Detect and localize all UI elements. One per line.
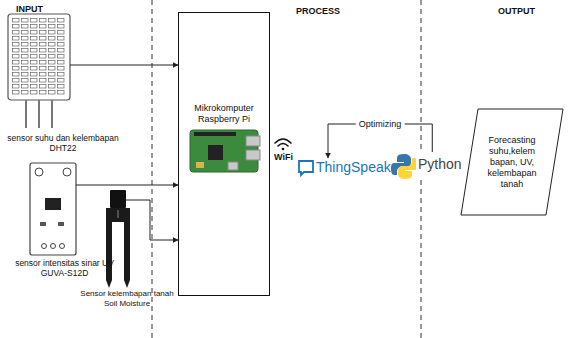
edge-label: Optimizing	[356, 119, 405, 129]
microcomputer-box: Mikrokomputer Raspberry Pi	[178, 12, 270, 296]
sensor-node: sensor suhu dan kelembapan DHT22	[2, 14, 124, 158]
section-heading: INPUT	[16, 4, 43, 14]
node-text: sensor suhu dan kelembapan DHT22	[2, 133, 124, 153]
wifi-label: WiFi	[274, 152, 293, 162]
node-text: Mikrokomputer Raspberry Pi	[179, 103, 269, 125]
uv-sensor	[30, 163, 76, 255]
thingspeak-icon	[299, 161, 313, 175]
section-heading: OUTPUT	[498, 6, 535, 16]
service-label: ThingSpeak	[298, 158, 391, 176]
sensor-node: sensor intensitas sinar UV GUVA-S12D	[2, 160, 127, 284]
output-parallelogram: Forecasting suhu,kelem bapan, UV, kelemb…	[460, 108, 564, 216]
language-label: Python	[394, 152, 464, 176]
section-divider	[152, 0, 153, 338]
connector-arrow	[76, 185, 178, 186]
node-text: Forecasting suhu,kelem bapan, UV, kelemb…	[484, 135, 540, 190]
connector-arrow	[126, 200, 178, 240]
raspberry-pi-board	[190, 130, 260, 172]
dht22-sensor	[8, 14, 70, 128]
node-text: Sensor kelembapan tanah Soil Moisture	[76, 289, 178, 309]
connector-arrow	[70, 65, 178, 66]
parallelogram-shape	[461, 109, 563, 215]
sensor-node: Sensor kelembapan tanah Soil Moisture	[76, 188, 178, 316]
wifi-icon	[275, 139, 291, 150]
soil-moisture-probe	[106, 190, 130, 288]
node-text: ThingSpeak	[316, 158, 391, 176]
python-logo	[391, 154, 418, 179]
node-text: sensor intensitas sinar UV GUVA-S12D	[2, 258, 127, 278]
section-heading: PROCESS	[296, 6, 340, 16]
node-text: Python	[416, 152, 464, 176]
